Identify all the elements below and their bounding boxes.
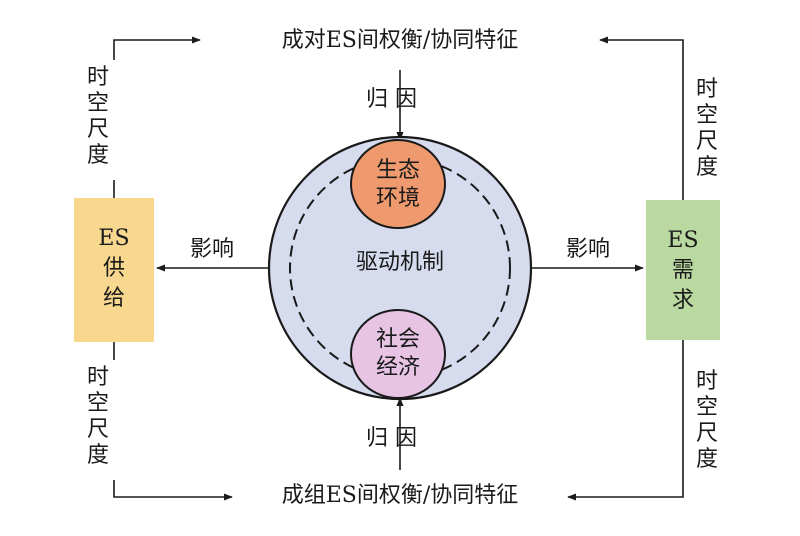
cause-top-label: 归 因 <box>366 87 417 112</box>
scale-bg-lt <box>100 60 128 180</box>
scale-lb-2: 空 <box>87 391 109 416</box>
scale-rb-2: 空 <box>696 395 718 420</box>
connector-demand-top <box>599 36 684 200</box>
scale-rb-4: 度 <box>696 447 718 472</box>
es-supply-box <box>74 198 154 342</box>
demand-label-3: 求 <box>672 288 694 313</box>
eco-label-1: 生态 <box>376 158 420 183</box>
influence-left-label: 影响 <box>190 237 234 262</box>
scale-lt-1: 时 <box>87 65 109 90</box>
scale-bg-rb <box>692 362 722 482</box>
scale-rt-1: 时 <box>696 77 718 102</box>
socio-label-1: 社会 <box>376 327 420 352</box>
scale-lt-2: 空 <box>87 91 109 116</box>
socio-label-2: 经济 <box>376 355 420 380</box>
scale-lt-4: 度 <box>87 143 109 168</box>
scale-rt-4: 度 <box>696 155 718 180</box>
cause-bottom-label: 归 因 <box>366 426 417 451</box>
influence-right-label: 影响 <box>566 237 610 262</box>
scale-rt-2: 空 <box>696 103 718 128</box>
bottom-caption: 成组ES间权衡/协同特征 <box>282 483 519 508</box>
connector-demand-bottom <box>567 340 684 501</box>
scale-rb-3: 尺 <box>696 421 718 446</box>
scale-lb-3: 尺 <box>87 417 109 442</box>
center-label: 驱动机制 <box>356 250 444 275</box>
scale-lb-4: 度 <box>87 443 109 468</box>
supply-label-3: 给 <box>103 286 125 311</box>
scale-lb-1: 时 <box>87 365 109 390</box>
scale-lt-3: 尺 <box>87 117 109 142</box>
demand-label-2: 需 <box>672 258 694 283</box>
driving-mechanism-circle <box>267 135 533 401</box>
scale-rb-1: 时 <box>696 369 718 394</box>
connector-supply-bottom <box>113 342 233 501</box>
top-caption: 成对ES间权衡/协同特征 <box>282 28 519 53</box>
socio-economic-node <box>350 309 446 399</box>
eco-environment-node <box>350 139 446 229</box>
scale-rt-3: 尺 <box>696 129 718 154</box>
es-demand-box <box>646 200 720 340</box>
demand-label-1: ES <box>667 228 698 253</box>
scale-bg-rt <box>692 70 722 190</box>
supply-label-1: ES <box>98 226 129 251</box>
supply-label-2: 供 <box>103 256 125 281</box>
eco-label-2: 环境 <box>376 186 420 211</box>
scale-bg-lb <box>100 360 128 480</box>
